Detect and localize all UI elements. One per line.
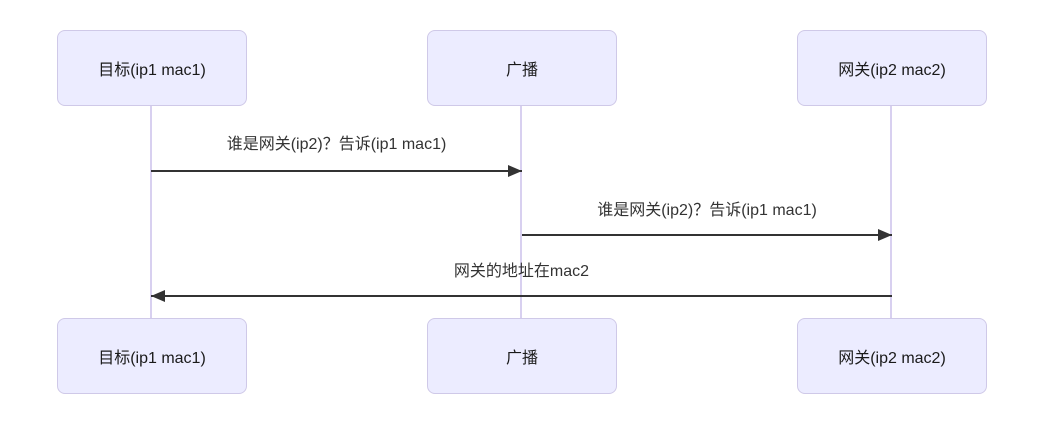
actor-label-gateway: 网关(ip2 mac2) <box>838 350 946 367</box>
actor-box-gateway-top: 网关(ip2 mac2) <box>797 30 987 106</box>
actor-label-gateway: 网关(ip2 mac2) <box>838 62 946 79</box>
actor-box-broadcast-bottom: 广播 <box>427 318 617 394</box>
message-label-2: 谁是网关(ip2)？告诉(ip1 mac1) <box>597 202 817 219</box>
message-arrow-2 <box>522 229 892 241</box>
actor-label-broadcast: 广播 <box>505 350 538 367</box>
actor-label-broadcast: 广播 <box>505 62 538 79</box>
actor-label-target: 目标(ip1 mac1) <box>98 350 206 367</box>
lifeline-target <box>150 106 152 318</box>
message-arrow-1 <box>151 165 522 177</box>
lifeline-broadcast <box>520 106 522 318</box>
message-arrow-3 <box>151 290 892 302</box>
arrowhead-right-icon <box>508 165 522 177</box>
actor-label-target: 目标(ip1 mac1) <box>98 62 206 79</box>
actor-box-target-top: 目标(ip1 mac1) <box>57 30 247 106</box>
message-label-3: 网关的地址在mac2 <box>453 263 590 280</box>
arrowhead-right-icon <box>878 229 892 241</box>
actor-box-gateway-bottom: 网关(ip2 mac2) <box>797 318 987 394</box>
actor-box-broadcast-top: 广播 <box>427 30 617 106</box>
actor-box-target-bottom: 目标(ip1 mac1) <box>57 318 247 394</box>
message-label-1: 谁是网关(ip2)？告诉(ip1 mac1) <box>226 136 447 153</box>
arrowhead-left-icon <box>151 290 165 302</box>
lifeline-gateway <box>890 106 892 318</box>
